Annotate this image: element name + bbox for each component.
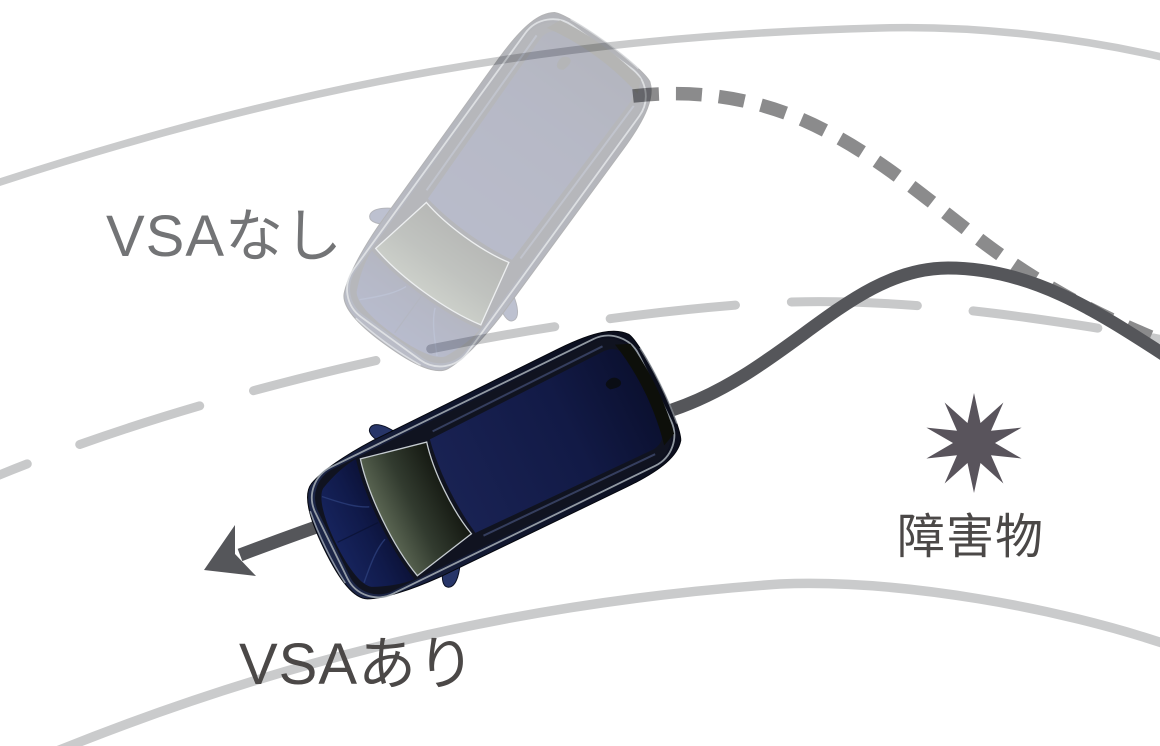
label-obstacle: 障害物 [897,511,1044,564]
starburst-icon [926,393,1022,493]
label-without-vsa: VSAなし [106,204,343,269]
trajectory-without-vsa-dashed [632,86,1160,349]
road-inner-edge-line [56,578,1160,746]
car-with-vsa [283,303,701,631]
road-center-dashed-line [0,297,1160,480]
label-with-vsa: VSAあり [239,632,476,697]
arrow-left-down-icon [204,525,256,576]
road-outer-edge-line [0,23,1160,187]
